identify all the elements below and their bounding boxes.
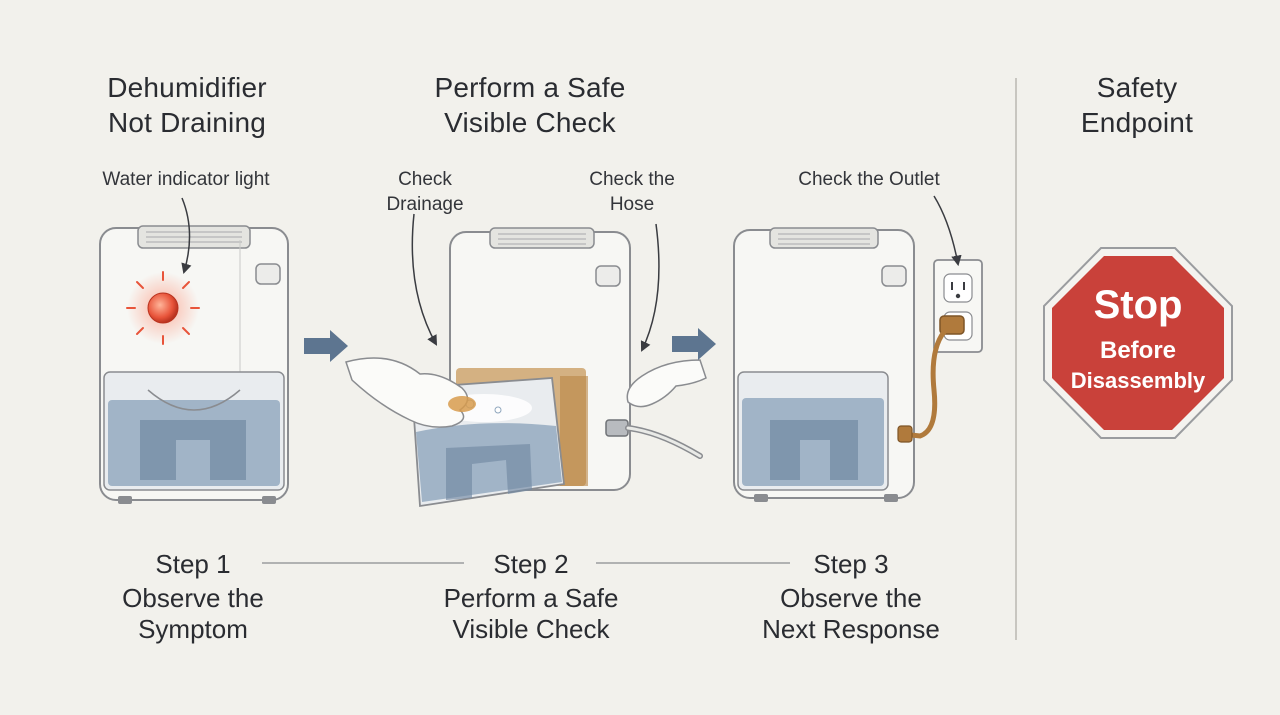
- step-1: Step 1 Observe the Symptom: [98, 548, 288, 645]
- hose-callout-line1: Check the: [589, 169, 675, 190]
- step-2-desc-line2: Visible Check: [452, 614, 610, 644]
- hose-connector: [605, 419, 703, 459]
- hose-callout: Check the Hose: [576, 167, 688, 217]
- hand-left: [345, 357, 476, 428]
- hand-right: [626, 359, 707, 408]
- symptom-title-line2: Not Draining: [107, 107, 267, 138]
- hose-pointer: [640, 223, 660, 352]
- safety-title-line1: Safety: [1096, 72, 1178, 103]
- water-indicator-callout: Water indicator light: [102, 169, 270, 190]
- step-2-desc-line1: Perform a Safe: [443, 583, 619, 613]
- step-2: Step 2 Perform a Safe Visible Check: [420, 548, 642, 645]
- water-indicator-light: [126, 271, 200, 345]
- drainage-pointer: [411, 213, 438, 346]
- check-title-line1: Perform a Safe: [434, 72, 626, 103]
- step-2-number: Step 2: [493, 549, 569, 579]
- outlet-callout: Check the Outlet: [798, 169, 940, 190]
- dehumidifier-unit-1: [99, 225, 289, 504]
- step-3: Step 3 Observe the Next Response: [746, 548, 956, 645]
- drainage-callout: Check Drainage: [370, 167, 480, 217]
- power-cord: [897, 315, 965, 443]
- check-title-line2: Visible Check: [444, 107, 616, 138]
- outlet-pointer: [933, 195, 962, 267]
- step-3-number: Step 3: [813, 549, 889, 579]
- stop-sign-face: [1052, 256, 1224, 430]
- water-light-pointer: [181, 197, 192, 275]
- flow-arrow-1: [304, 330, 348, 362]
- stop-sign-line1: Stop: [1094, 283, 1183, 327]
- stop-sign-line2: Before: [1100, 337, 1176, 364]
- step-1-number: Step 1: [155, 549, 231, 579]
- stop-sign-line3: Disassembly: [1071, 368, 1206, 393]
- flow-arrow-2: [672, 328, 716, 360]
- safety-title: Safety Endpoint: [1052, 70, 1222, 140]
- hose-callout-line2: Hose: [609, 194, 655, 215]
- symptom-title-line1: Dehumidifier: [107, 72, 267, 103]
- symptom-title: Dehumidifier Not Draining: [72, 70, 302, 140]
- step-3-desc-line1: Observe the: [780, 583, 922, 613]
- check-title: Perform a Safe Visible Check: [400, 70, 660, 140]
- drainage-callout-line1: Check: [398, 169, 452, 190]
- step-1-desc-line1: Observe the: [122, 583, 264, 613]
- safety-title-line2: Endpoint: [1080, 107, 1194, 138]
- drainage-callout-line2: Drainage: [386, 194, 464, 215]
- step-1-desc-line2: Symptom: [138, 614, 248, 644]
- dehumidifier-unit-3: [733, 227, 915, 502]
- step-3-desc-line2: Next Response: [762, 614, 940, 644]
- stop-sign: Stop Before Disassembly: [1043, 247, 1233, 439]
